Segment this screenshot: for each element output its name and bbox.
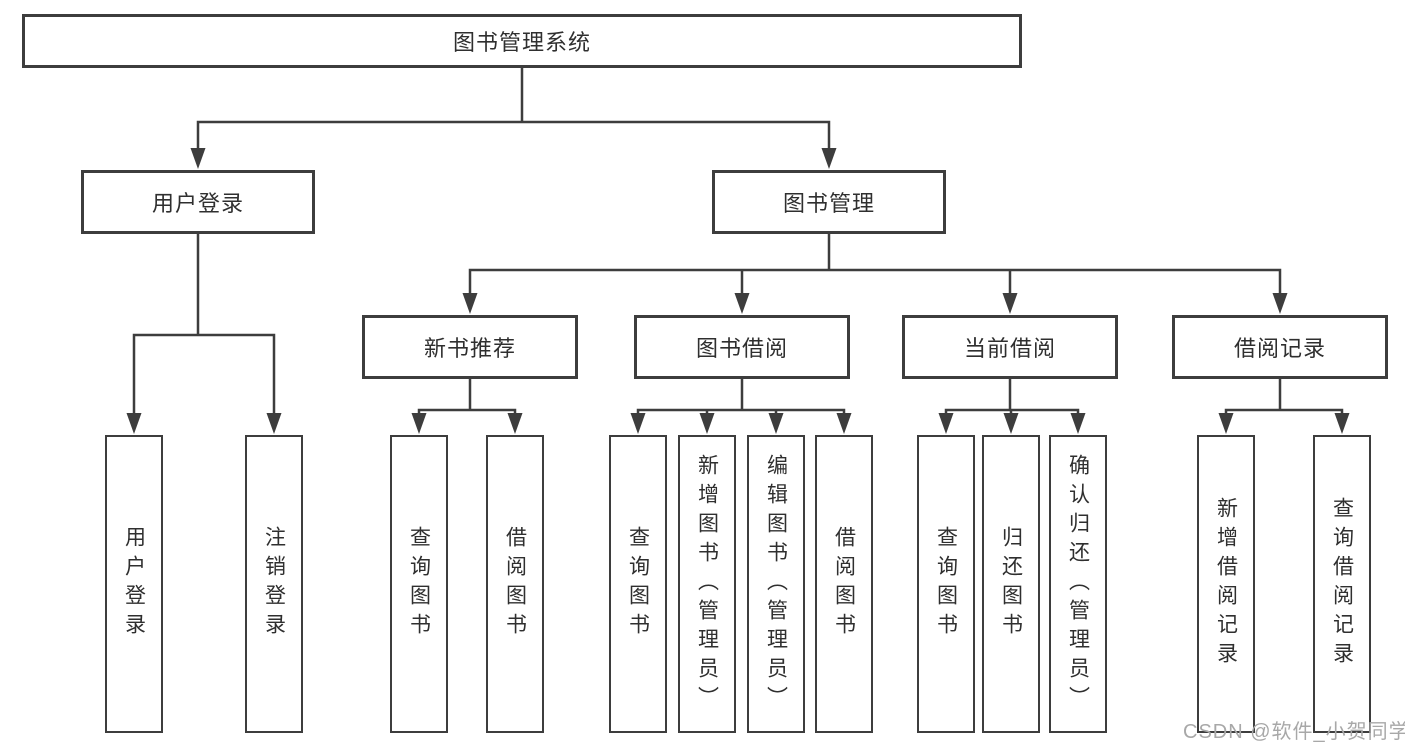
edge-newbook-to-leaves [417,377,517,417]
arrow-icon [1218,413,1234,434]
edge-borrow-to-leaves [636,377,846,417]
arrow-icon [411,413,427,434]
arrow-icon [1070,413,1086,434]
leaf-query-borrow-record-label: 查询借阅记录 [1330,497,1354,671]
node-book-management-label: 图书管理 [782,191,875,216]
arrow-icon [462,293,478,314]
leaf-add-borrow-record-label: 新增借阅记录 [1214,497,1238,671]
leaf-add-books-admin: 新增图书（管理员） [678,435,736,733]
leaf-current-query-books: 查询图书 [917,435,975,733]
leaf-user-login: 用户登录 [105,435,163,733]
arrow-icon [699,413,715,434]
leaf-borrow-query-books-label: 查询图书 [626,526,650,642]
arrow-icon [1334,413,1350,434]
leaf-borrow-books: 借阅图书 [815,435,873,733]
node-new-book-recommend: 新书推荐 [362,315,578,379]
leaf-edit-books-admin: 编辑图书（管理员） [747,435,805,733]
leaf-recommend-query-books: 查询图书 [390,435,448,733]
leaf-current-query-books-label: 查询图书 [934,526,958,642]
arrow-icon [734,293,750,314]
leaf-logout-label: 注销登录 [262,526,286,642]
arrow-icon [938,413,954,434]
leaf-borrow-query-books: 查询图书 [609,435,667,733]
leaf-edit-books-admin-label: 编辑图书（管理员） [764,453,788,715]
leaf-recommend-borrow-books-label: 借阅图书 [503,526,527,642]
leaf-return-books: 归还图书 [982,435,1040,733]
arrow-icon [768,413,784,434]
edge-root-to-level2 [196,66,831,152]
arrow-icon [1272,293,1288,314]
leaf-return-books-label: 归还图书 [999,526,1023,642]
edge-userlogin-to-leaves [132,232,276,417]
arrow-icon [836,413,852,434]
leaf-borrow-books-label: 借阅图书 [832,526,856,642]
leaf-add-books-admin-label: 新增图书（管理员） [695,453,719,715]
node-borrowing-records-label: 借阅记录 [1233,336,1326,361]
edge-bookmgmt-to-level3 [468,232,1282,297]
node-current-borrowing: 当前借阅 [902,315,1118,379]
arrowheads [126,148,1350,434]
leaf-confirm-return-admin: 确认归还（管理员） [1049,435,1107,733]
node-book-borrowing-label: 图书借阅 [695,336,788,361]
node-current-borrowing-label: 当前借阅 [963,336,1056,361]
leaf-recommend-borrow-books: 借阅图书 [486,435,544,733]
leaf-recommend-query-books-label: 查询图书 [407,526,431,642]
watermark: CSDN @软件_小贺同学 [1183,721,1405,743]
arrow-icon [126,413,142,434]
leaf-logout: 注销登录 [245,435,303,733]
edge-current-to-leaves [944,377,1080,417]
arrow-icon [266,413,282,434]
node-new-book-recommend-label: 新书推荐 [423,336,516,361]
leaf-confirm-return-admin-label: 确认归还（管理员） [1066,453,1090,715]
arrow-icon [1003,413,1019,434]
node-book-borrowing: 图书借阅 [634,315,850,379]
arrow-icon [821,148,837,169]
node-user-login: 用户登录 [81,170,315,234]
node-root-label: 图书管理系统 [452,30,591,55]
node-root: 图书管理系统 [22,14,1022,68]
node-user-login-label: 用户登录 [151,191,244,216]
leaf-user-login-label: 用户登录 [122,526,146,642]
arrow-icon [507,413,523,434]
node-book-management: 图书管理 [712,170,946,234]
node-borrowing-records: 借阅记录 [1172,315,1388,379]
arrow-icon [1002,293,1018,314]
leaf-query-borrow-record: 查询借阅记录 [1313,435,1371,733]
arrow-icon [190,148,206,169]
leaf-add-borrow-record: 新增借阅记录 [1197,435,1255,733]
edge-records-to-leaves [1224,377,1344,417]
arrow-icon [630,413,646,434]
